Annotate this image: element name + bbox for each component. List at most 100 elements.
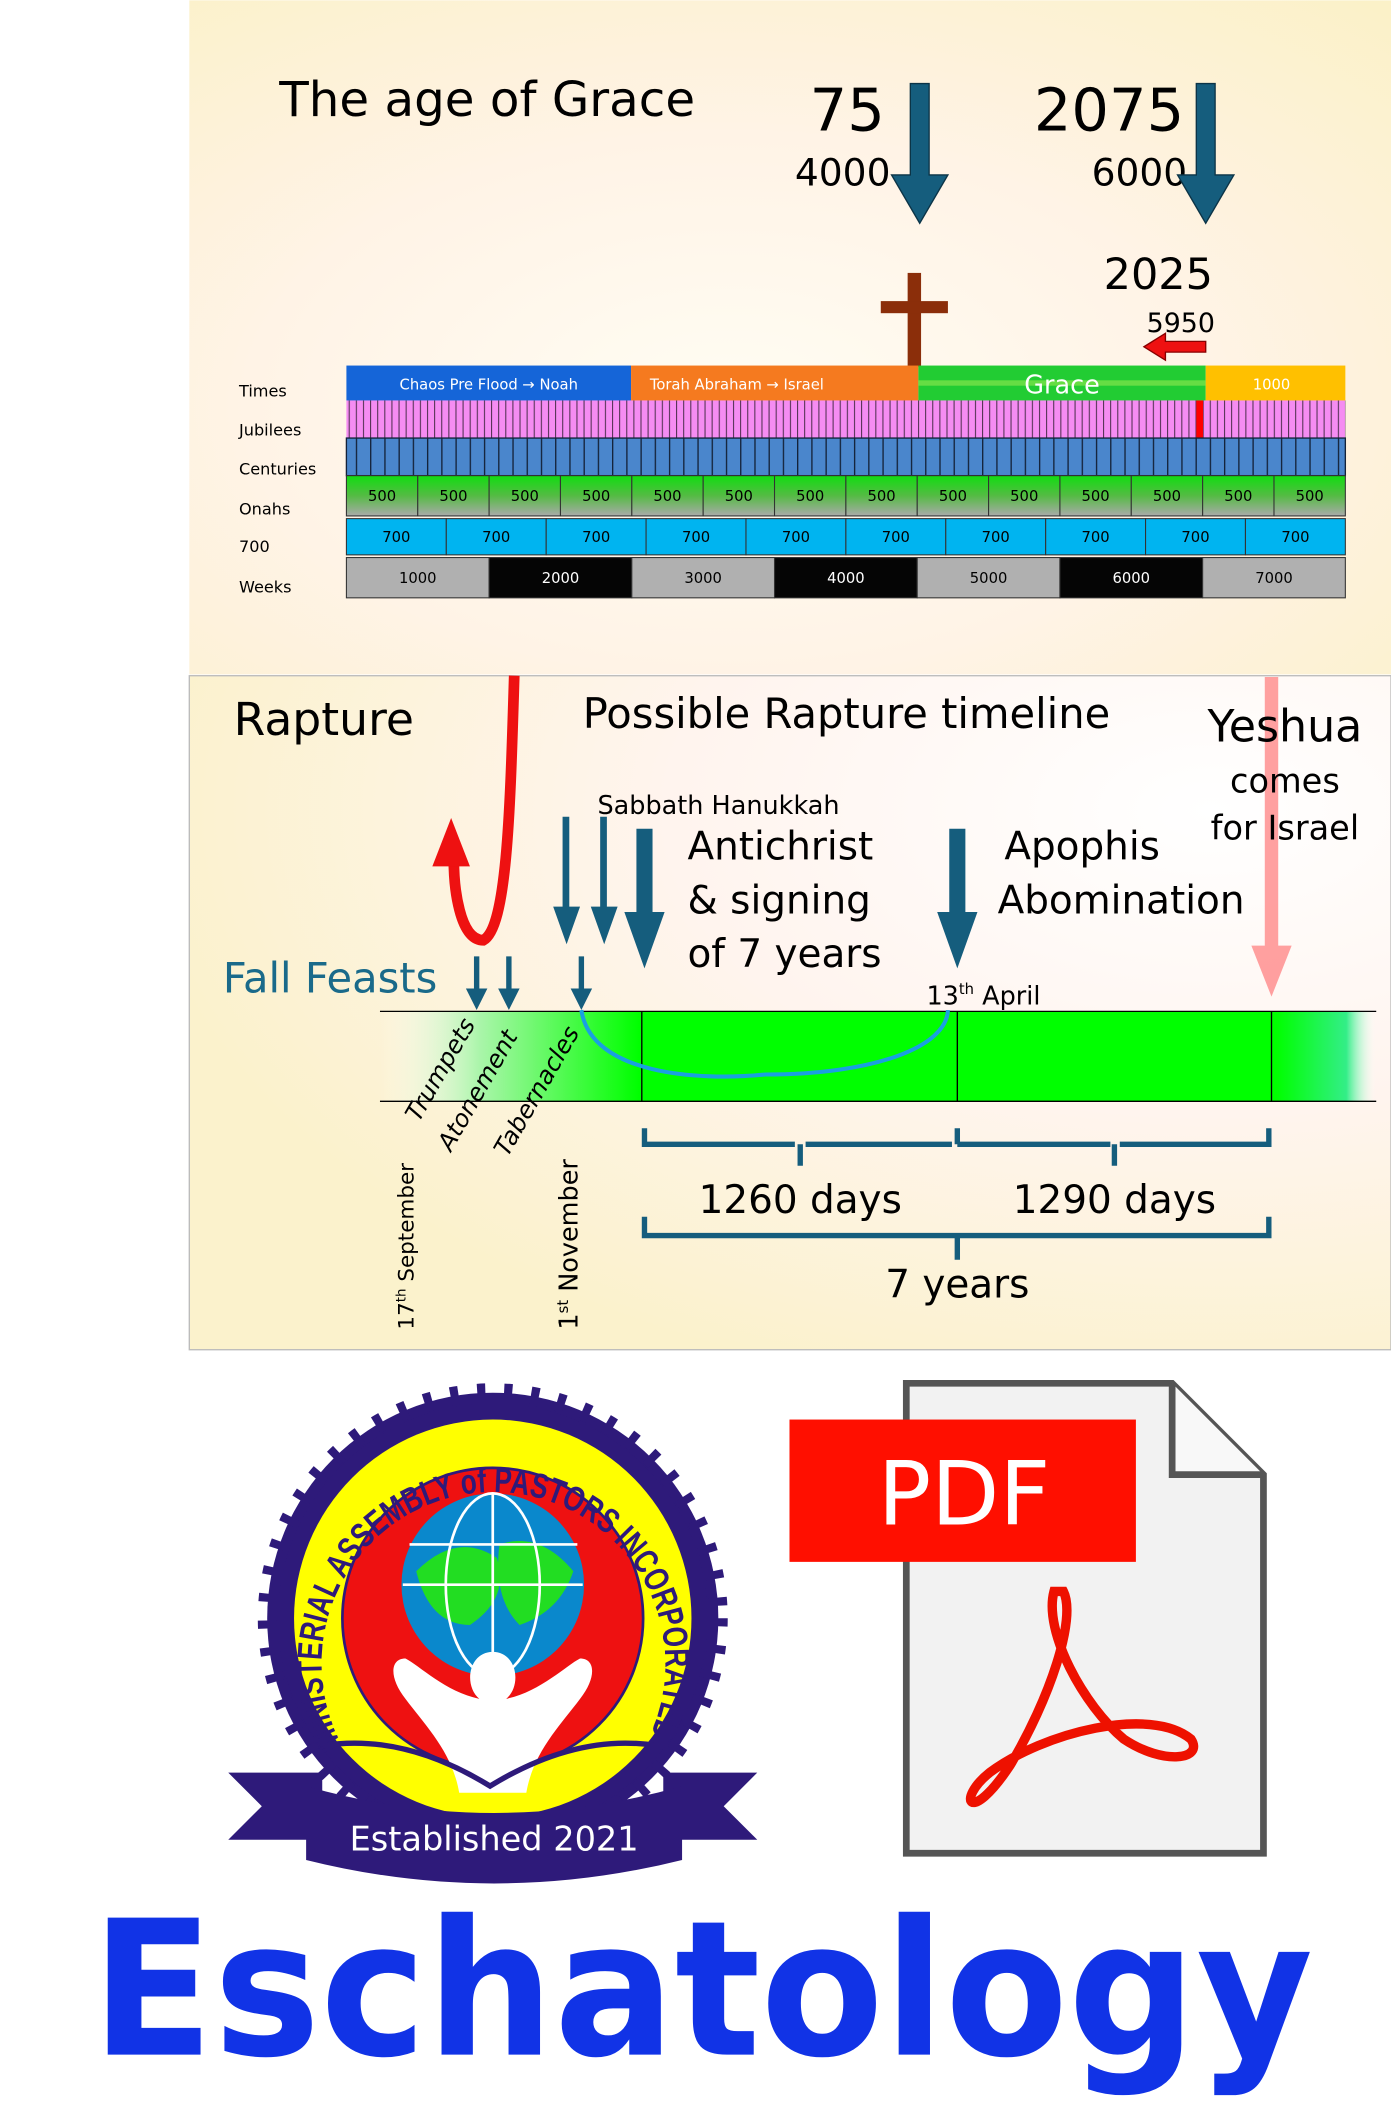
acrobat-icon bbox=[965, 1586, 1199, 1808]
onah-label: 500 bbox=[511, 488, 539, 505]
seven-hundred-label: 700 bbox=[982, 529, 1010, 546]
row-label: Times bbox=[238, 381, 287, 400]
row-labels: Times Jubilees Centuries Onahs 700 Weeks bbox=[238, 381, 316, 596]
onah-cell bbox=[345, 475, 419, 517]
apophis-label: Apophis bbox=[1004, 825, 1160, 870]
arrow-left-icon bbox=[1142, 332, 1207, 362]
marker-2075-am: 6000 bbox=[1092, 151, 1188, 195]
pdf-file-icon[interactable]: PDF bbox=[789, 1379, 1267, 1857]
arrow-down-icon bbox=[465, 956, 488, 1011]
onah-cell bbox=[845, 475, 918, 517]
brace-1260 bbox=[641, 1128, 961, 1166]
onah-label: 500 bbox=[939, 488, 967, 505]
seven-hundred-label: 700 bbox=[1181, 529, 1209, 546]
top-title: The age of Grace bbox=[278, 72, 695, 128]
week-label: 2000 bbox=[542, 570, 580, 587]
current-jubilee-marker bbox=[1196, 400, 1204, 439]
antichrist-label: Antichrist bbox=[687, 825, 873, 870]
arrow-down-icon bbox=[937, 828, 978, 969]
times-row: Chaos Pre Flood → Noah Torah Abraham → I… bbox=[346, 365, 1346, 401]
seven-hundred-cell bbox=[545, 518, 647, 556]
seven-hundred-label: 700 bbox=[1281, 529, 1309, 546]
row-label: 700 bbox=[239, 537, 270, 556]
seven-hundred-label: 700 bbox=[1082, 529, 1110, 546]
times-label: 1000 bbox=[1253, 377, 1291, 394]
brace-1290 bbox=[957, 1128, 1272, 1166]
date-november: 1st November bbox=[554, 1159, 584, 1330]
seven-hundred-cell bbox=[345, 518, 447, 556]
onah-cell bbox=[1273, 475, 1346, 517]
yeshua-label: Yeshua bbox=[1207, 702, 1363, 753]
week-cell bbox=[1059, 557, 1204, 599]
seven-hundred-label: 700 bbox=[682, 529, 710, 546]
times-label: Grace bbox=[1024, 371, 1100, 401]
times-label: Torah Abraham → Israel bbox=[649, 377, 824, 394]
current-am: 5950 bbox=[1147, 308, 1215, 339]
row-label: Jubilees bbox=[238, 420, 301, 439]
seven-hundred-cell bbox=[845, 518, 947, 556]
onah-label: 500 bbox=[1010, 488, 1038, 505]
arrow-down-icon bbox=[590, 816, 618, 945]
seven-hundred-label: 700 bbox=[782, 529, 810, 546]
onah-cell bbox=[1130, 475, 1204, 517]
arrow-down-icon bbox=[553, 816, 581, 945]
yeshua-label: for Israel bbox=[1211, 809, 1359, 848]
week-label: 6000 bbox=[1113, 570, 1151, 587]
timeline-title: Possible Rapture timeline bbox=[583, 689, 1111, 738]
onah-cell bbox=[417, 475, 490, 517]
onah-cell bbox=[1202, 475, 1275, 517]
onah-cell bbox=[702, 475, 776, 517]
seven-hundred-cell bbox=[745, 518, 847, 556]
week-label: 1000 bbox=[399, 570, 437, 587]
current-year: 2025 bbox=[1104, 250, 1213, 300]
week-label: 4000 bbox=[827, 570, 865, 587]
date-september: 17th September bbox=[394, 1163, 419, 1330]
arrow-down-icon bbox=[890, 82, 950, 225]
onah-cell bbox=[559, 475, 633, 517]
row-label: Onahs bbox=[239, 500, 290, 519]
event-arrows bbox=[465, 816, 978, 1011]
braces bbox=[641, 1128, 1272, 1260]
cross-icon bbox=[880, 272, 948, 367]
pdf-badge bbox=[789, 1419, 1136, 1562]
seven-hundred-label: 700 bbox=[382, 529, 410, 546]
rapture-arrow-up-icon bbox=[432, 818, 470, 867]
times-segment bbox=[631, 365, 919, 401]
timeline-band bbox=[379, 1011, 1377, 1102]
onah-label: 500 bbox=[1082, 488, 1110, 505]
abomination-label: Abomination bbox=[998, 878, 1245, 923]
times-segment bbox=[1205, 365, 1346, 401]
pdf-label: PDF bbox=[878, 1442, 1051, 1545]
arrow-down-icon bbox=[624, 828, 665, 969]
eschatology-title: Eschatology bbox=[91, 1882, 1313, 2100]
onah-label: 500 bbox=[867, 488, 895, 505]
ministerial-assembly-logo: MINISTERIAL ASSEMBLY of PASTORS INCORPOR… bbox=[228, 1383, 758, 1884]
seven-hundred-cell bbox=[1244, 518, 1346, 556]
onah-label: 500 bbox=[1153, 488, 1181, 505]
onah-label: 500 bbox=[653, 488, 681, 505]
marker-75-year: 75 bbox=[810, 76, 885, 145]
onah-label: 500 bbox=[1224, 488, 1252, 505]
onah-label: 500 bbox=[796, 488, 824, 505]
seven-hundred-cell bbox=[945, 518, 1047, 556]
week-label: 5000 bbox=[970, 570, 1008, 587]
seven-hundred-label: 700 bbox=[582, 529, 610, 546]
rapture-curve bbox=[448, 675, 520, 946]
sabbath-hanukkah-label: Sabbath Hanukkah bbox=[597, 791, 839, 821]
row-label: Centuries bbox=[239, 459, 316, 478]
span-1260: 1260 days bbox=[699, 1178, 902, 1223]
onah-cell bbox=[1059, 475, 1132, 517]
marker-75-am: 4000 bbox=[795, 151, 891, 195]
onah-label: 500 bbox=[368, 488, 396, 505]
fall-feasts-label: Fall Feasts bbox=[223, 954, 437, 1003]
arrow-down-icon bbox=[1176, 82, 1236, 225]
span-total: 7 years bbox=[885, 1262, 1029, 1307]
antichrist-label: & signing bbox=[687, 878, 870, 923]
antichrist-label: of 7 years bbox=[687, 932, 881, 977]
onah-cell bbox=[988, 475, 1061, 517]
rapture-label: Rapture bbox=[234, 693, 414, 746]
